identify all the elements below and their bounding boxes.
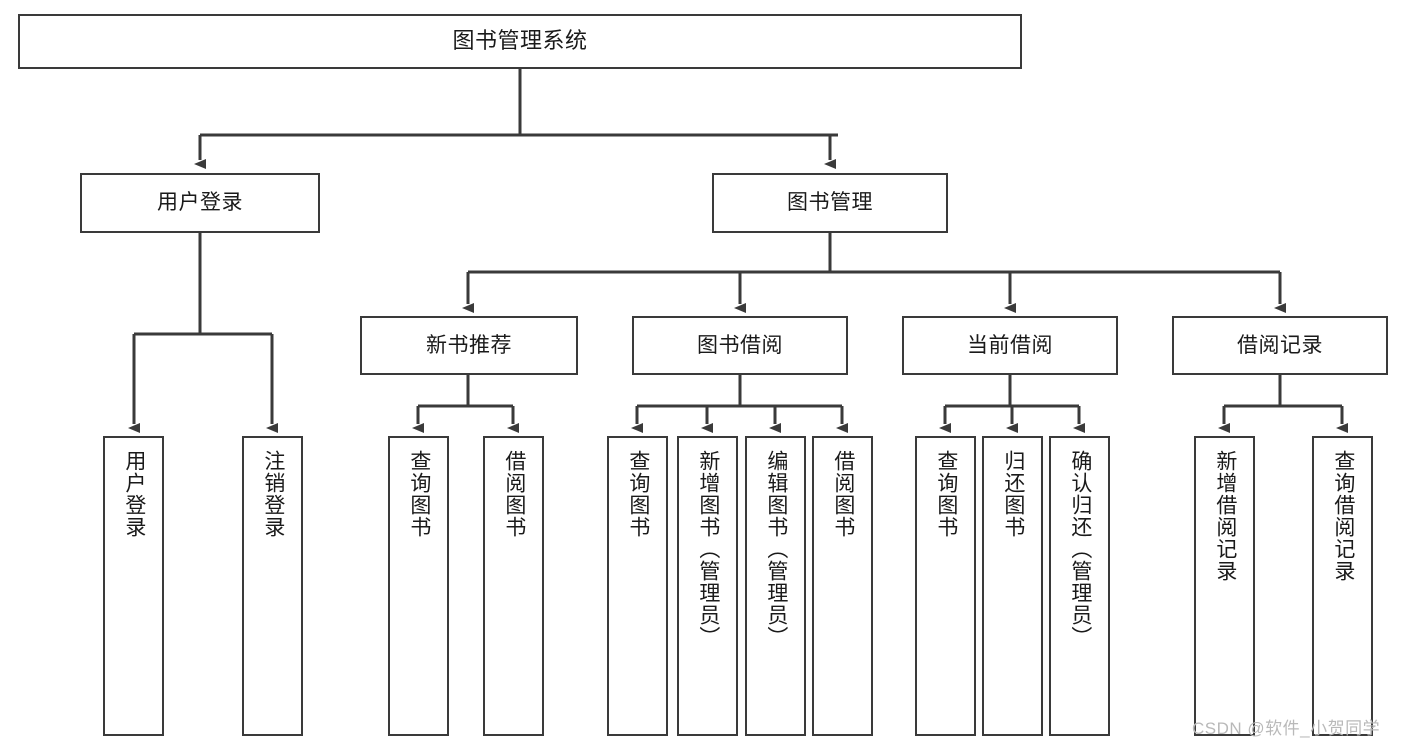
node-label: 归还图书	[1001, 450, 1025, 538]
node-label: 新增图书（管理员）	[696, 450, 720, 648]
node-current-borrow[interactable]: 当前借阅	[902, 316, 1118, 375]
leaf-borrow-book[interactable]: 借阅图书	[812, 436, 873, 736]
node-label: 查询图书	[626, 450, 650, 538]
node-label: 图书管理系统	[452, 28, 588, 54]
watermark: CSDN @软件_小贺同学	[1192, 719, 1381, 738]
node-book-management[interactable]: 图书管理	[712, 173, 948, 233]
node-label: 当前借阅	[967, 333, 1053, 357]
node-label: 查询图书	[407, 450, 431, 538]
node-user-login[interactable]: 用户登录	[80, 173, 320, 233]
node-borrow-record[interactable]: 借阅记录	[1172, 316, 1388, 375]
leaf-confirm-return-admin[interactable]: 确认归还（管理员）	[1049, 436, 1110, 736]
leaf-add-book-admin[interactable]: 新增图书（管理员）	[677, 436, 738, 736]
node-book-borrow[interactable]: 图书借阅	[632, 316, 848, 375]
leaf-borrow-book-recommend[interactable]: 借阅图书	[483, 436, 544, 736]
node-label: 新书推荐	[426, 333, 512, 357]
node-label: 借阅图书	[502, 450, 526, 538]
node-label: 用户登录	[157, 191, 243, 215]
leaf-return-book[interactable]: 归还图书	[982, 436, 1043, 736]
node-new-book-recommend[interactable]: 新书推荐	[360, 316, 578, 375]
node-label: 注销登录	[261, 450, 285, 538]
node-label: 图书管理	[787, 191, 873, 215]
node-label: 查询图书	[934, 450, 958, 538]
leaf-add-borrow-record[interactable]: 新增借阅记录	[1194, 436, 1255, 736]
leaf-user-login[interactable]: 用户登录	[103, 436, 164, 736]
node-label: 借阅图书	[831, 450, 855, 538]
leaf-query-book-recommend[interactable]: 查询图书	[388, 436, 449, 736]
node-label: 确认归还（管理员）	[1068, 450, 1092, 648]
leaf-query-book-borrow[interactable]: 查询图书	[607, 436, 668, 736]
leaf-logout[interactable]: 注销登录	[242, 436, 303, 736]
leaf-query-borrow-record[interactable]: 查询借阅记录	[1312, 436, 1373, 736]
node-label: 新增借阅记录	[1213, 450, 1237, 582]
node-label: 查询借阅记录	[1331, 450, 1355, 582]
node-label: 借阅记录	[1237, 333, 1323, 357]
node-label: 图书借阅	[697, 333, 783, 357]
leaf-query-book-current[interactable]: 查询图书	[915, 436, 976, 736]
leaf-edit-book-admin[interactable]: 编辑图书（管理员）	[745, 436, 806, 736]
node-label: 编辑图书（管理员）	[764, 450, 788, 648]
node-root-book-management-system[interactable]: 图书管理系统	[18, 14, 1022, 69]
node-label: 用户登录	[122, 450, 146, 538]
